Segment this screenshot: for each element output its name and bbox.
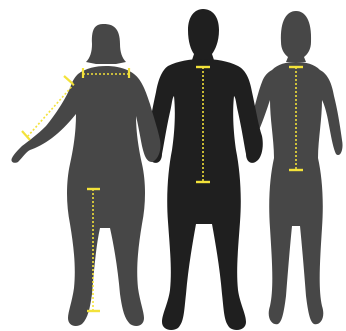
female-figure-right: [246, 11, 343, 324]
center-figure-body: [145, 59, 263, 330]
female-figure-left: [11, 24, 160, 326]
center-figure-head: [188, 9, 219, 60]
left-figure-body: [11, 66, 160, 326]
sleeve-length-tick-top: [64, 76, 73, 84]
male-figure-center: [145, 9, 263, 330]
right-figure-body: [246, 62, 343, 324]
left-figure-head: [86, 24, 126, 64]
right-figure-head: [281, 11, 311, 62]
